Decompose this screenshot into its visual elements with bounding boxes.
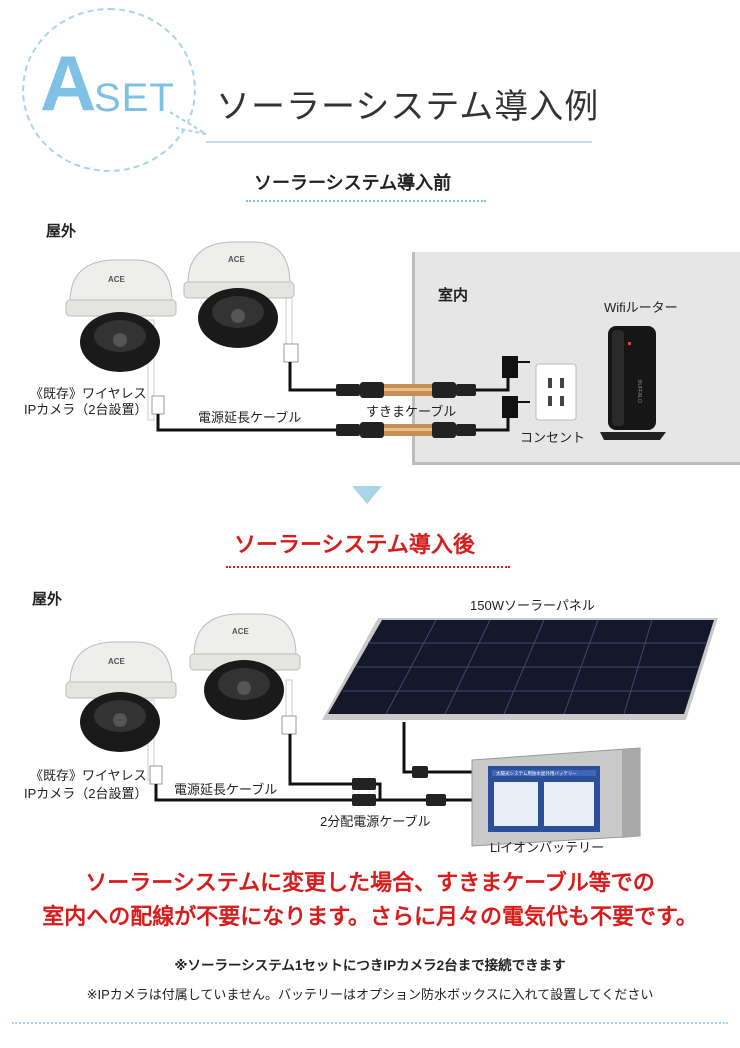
- before-title-underline: [246, 200, 486, 202]
- message-line-2: 室内への配線が不要になります。さらに月々の電気代も不要です。: [42, 904, 698, 929]
- battery-icon: 太陽光システム用防水屋外用バッテリー: [471, 747, 641, 847]
- solar-panel-icon: [322, 618, 718, 720]
- title-underline: [206, 141, 592, 143]
- indoor-label: 室内: [438, 287, 469, 304]
- split-cable-label: 2分配電源ケーブル: [320, 814, 431, 829]
- panel-label: 150Wソーラーパネル: [470, 598, 595, 613]
- bottom-divider: [12, 1022, 728, 1024]
- ac-adapter-icon: [502, 356, 518, 378]
- extension-cable-label-before: 電源延長ケーブル: [198, 410, 302, 425]
- message-line-1: ソーラーシステムに変更した場合、すきまケーブル等での: [85, 870, 655, 895]
- camera-caption-after-2: IPカメラ（2台設置）: [24, 786, 148, 801]
- outdoor-label-before: 屋外: [46, 223, 77, 240]
- battery-label: Liイオンバッテリー: [490, 840, 605, 855]
- dome-camera-icon: ACE: [189, 613, 301, 731]
- down-arrow-icon: [352, 486, 382, 504]
- svg-text:BUFFALO: BUFFALO: [636, 380, 642, 403]
- outlet-icon: [535, 363, 577, 421]
- after-section-title: ソーラーシステム導入後: [234, 532, 475, 557]
- router-label: Wifiルーター: [604, 300, 678, 315]
- before-section-title: ソーラーシステム導入前: [254, 173, 452, 193]
- wifi-router-icon: BUFFALO: [600, 326, 666, 440]
- after-title-underline: [226, 566, 510, 568]
- outlet-label: コンセント: [520, 430, 586, 445]
- note-2: ※IPカメラは付属していません。バッテリーはオプション防水ボックスに入れて設置し…: [86, 987, 654, 1002]
- dome-camera-icon: ACE: [65, 641, 177, 781]
- camera-caption-before-1: 《既存》ワイヤレス: [30, 386, 147, 401]
- svg-text:太陽光システム用防水屋外用バッテリー: 太陽光システム用防水屋外用バッテリー: [496, 770, 577, 777]
- dome-camera-icon: ACE: [183, 241, 295, 357]
- logo-letter-a: A: [40, 39, 96, 127]
- extension-cable-label-after: 電源延長ケーブル: [174, 782, 278, 797]
- note-1: ※ソーラーシステム1セットにつきIPカメラ2台まで接続できます: [174, 958, 566, 973]
- speech-bubble: [22, 8, 196, 172]
- logo-set: SET: [94, 76, 175, 120]
- dome-camera-icon: ACE: [65, 259, 177, 421]
- ac-adapter-icon: [502, 396, 518, 418]
- outdoor-label-after: 屋外: [32, 591, 63, 608]
- svg-text:ACE: ACE: [228, 255, 246, 264]
- camera-caption-before-2: IPカメラ（2台設置）: [24, 402, 148, 417]
- gap-cable-label: すきまケーブル: [366, 404, 457, 419]
- gap-cable-icon: [336, 422, 476, 438]
- svg-text:ACE: ACE: [108, 275, 126, 284]
- svg-text:ACE: ACE: [232, 627, 250, 636]
- camera-caption-after-1: 《既存》ワイヤレス: [30, 768, 147, 783]
- gap-cable-icon: [336, 382, 476, 398]
- svg-text:ACE: ACE: [108, 657, 126, 666]
- page-title: ソーラーシステム導入例: [216, 88, 600, 126]
